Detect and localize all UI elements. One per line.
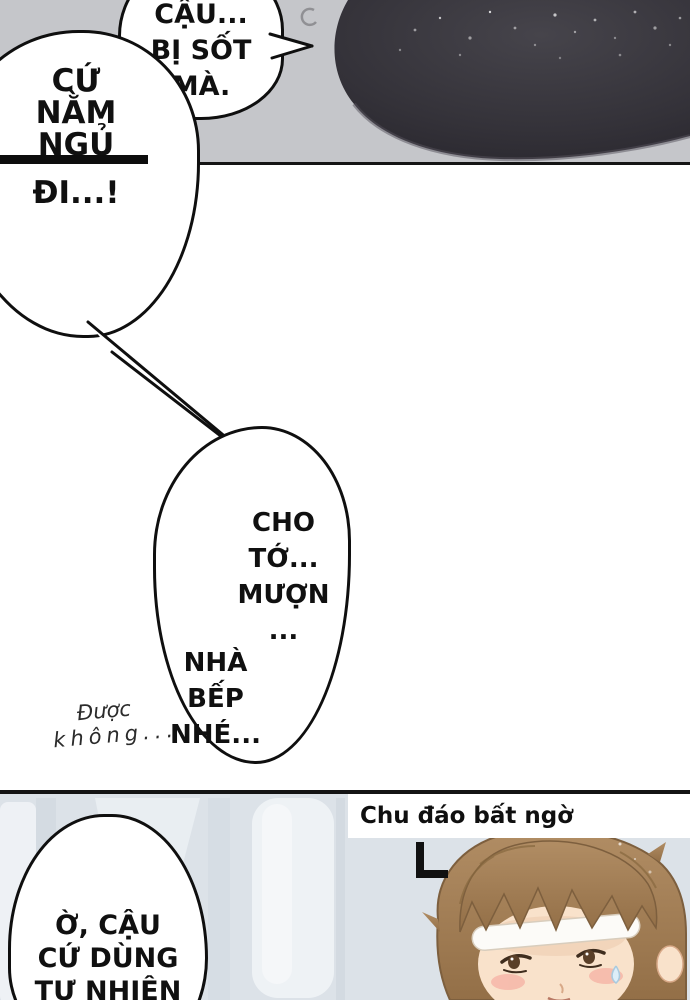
nose — [559, 983, 564, 994]
hair-silhouette — [334, 0, 690, 160]
bubble-kitchen-line-4: ... — [268, 616, 299, 646]
hair-shading — [459, 845, 657, 905]
ear — [656, 945, 684, 983]
bubble-sleep-line-2: NẰM — [35, 95, 117, 131]
corner-bracket-icon — [416, 842, 448, 878]
bubble-kitchen-line-2: TỚ... — [248, 544, 319, 574]
bubble-kitchen-line-6: BẾP — [187, 684, 244, 714]
caption-text: Chu đáo bất ngờ — [360, 803, 574, 829]
bubble-fever-line-2: BỊ SỐT — [150, 35, 252, 66]
bubble-reply-line-3: TỰ NHIÊN — [34, 976, 182, 1000]
bubble-sleep-line-1: CỨ — [51, 63, 101, 99]
bubble-kitchen-line-1: CHO — [252, 508, 315, 538]
bubble-reply-text: Ờ, CẬU CỨ DÙNG TỰ NHIÊN — [11, 909, 205, 1000]
bubble-kitchen-line-3: MƯỢN — [237, 580, 330, 610]
bubble-sleep-text: CỨ NẰM NGỦ ĐI...! — [0, 65, 197, 209]
hair-strand — [422, 912, 440, 932]
sweat-drop — [611, 965, 621, 984]
panel-border-segment — [0, 155, 148, 164]
hair-bottom-rim — [352, 102, 690, 162]
bubble-tail — [268, 32, 314, 60]
panel-bottom: Chu đáo bất ngờ Ờ, CẬU CỨ DÙNG TỰ NHIÊN — [0, 790, 690, 1000]
hair-strand — [648, 842, 666, 862]
speech-bubble-sleep: CỨ NẰM NGỦ ĐI...! — [0, 30, 200, 338]
bubble-kitchen-line-5: NHÀ — [183, 648, 248, 678]
bubble-reply-line-2: CỨ DÙNG — [37, 943, 179, 974]
bubble-kitchen-text-a: CHO TỚ... MƯỢN ... — [226, 505, 341, 649]
bubble-fever-line-1: CẬU... — [154, 0, 248, 30]
eyes — [500, 948, 606, 974]
motion-curve-icon — [300, 7, 317, 27]
bubble-sleep-line-4: ĐI...! — [32, 175, 120, 211]
brown-haired-character-face — [422, 828, 687, 1000]
hair-sparkles — [398, 10, 682, 60]
speech-bubble-kitchen: CHO TỚ... MƯỢN ... NHÀ BẾP NHÉ... — [153, 426, 351, 764]
bubble-kitchen-line-7: NHÉ... — [170, 720, 261, 750]
dark-hair-back-of-head — [334, 0, 690, 162]
caption-box: Chu đáo bất ngờ — [348, 794, 690, 838]
bubble-kitchen-text-b: NHÀ BẾP NHÉ... — [158, 645, 273, 753]
bubble-reply-line-1: Ờ, CẬU — [55, 910, 161, 941]
